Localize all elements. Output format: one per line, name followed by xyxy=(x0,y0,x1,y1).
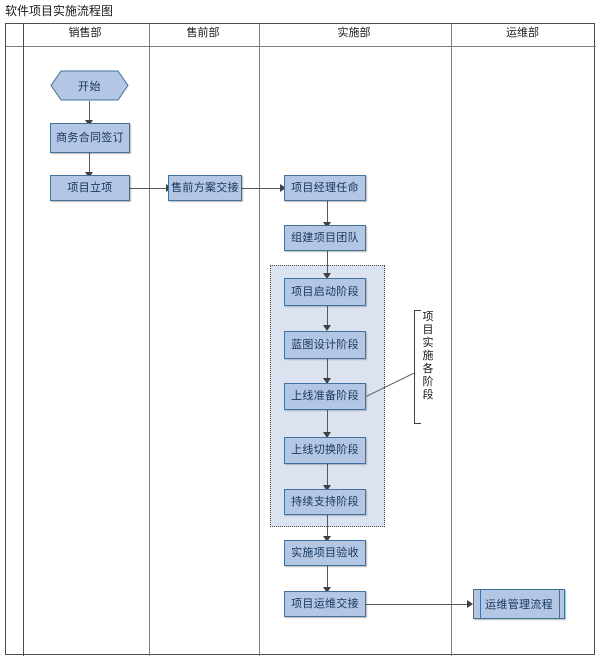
lane-header-implement: 实施部 xyxy=(337,27,371,39)
connector-contract-to-init xyxy=(89,153,90,175)
predefined-bar-left xyxy=(480,590,481,618)
lane-divider-2 xyxy=(259,24,260,656)
node-acceptance[interactable]: 实施项目验收 xyxy=(284,540,366,566)
arrowhead-prep xyxy=(323,378,331,384)
node-phase-cutover[interactable]: 上线切换阶段 xyxy=(284,437,366,464)
node-presales-handoff[interactable]: 售前方案交接 xyxy=(168,175,242,201)
arrowhead-ops-process xyxy=(467,600,473,608)
predefined-bar-right xyxy=(559,590,560,618)
connector-init-to-presales xyxy=(129,188,169,189)
node-phase-blueprint[interactable]: 蓝图设计阶段 xyxy=(284,331,366,359)
node-start-label: 开始 xyxy=(78,80,101,93)
node-contract[interactable]: 商务合同签订 xyxy=(50,123,130,153)
lane-header-sales: 销售部 xyxy=(68,27,102,39)
node-team-build[interactable]: 组建项目团队 xyxy=(284,225,366,251)
page-title: 软件项目实施流程图 xyxy=(5,4,114,18)
anno-char-3: 施 xyxy=(422,350,434,362)
connector-prep-to-cutover xyxy=(327,410,328,435)
anno-char-5: 阶 xyxy=(422,376,434,388)
node-phase-golive-prep[interactable]: 上线准备阶段 xyxy=(284,383,366,410)
node-ops-handoff[interactable]: 项目运维交接 xyxy=(284,591,366,617)
node-phase-kickoff[interactable]: 项目启动阶段 xyxy=(284,278,366,306)
connector-acceptance-to-handoff xyxy=(327,566,328,590)
anno-char-6: 段 xyxy=(422,389,434,401)
arrowhead-support xyxy=(323,485,331,491)
hexagon-shape xyxy=(50,70,129,101)
node-pm-appoint[interactable]: 项目经理任命 xyxy=(284,175,366,201)
connector-pm-to-team xyxy=(327,201,328,225)
phases-annotation-text: 项 目 实 施 各 阶 段 xyxy=(421,311,435,402)
anno-char-1: 目 xyxy=(422,324,434,336)
arrowhead-pm xyxy=(280,184,286,192)
connector-support-to-acceptance xyxy=(327,515,328,539)
connector-kickoff-to-blueprint xyxy=(327,306,328,328)
arrowhead-acceptance xyxy=(323,536,331,542)
arrowhead-cutover xyxy=(323,432,331,438)
connector-blueprint-to-prep xyxy=(327,359,328,381)
lane-divider-1 xyxy=(149,24,150,656)
anno-char-0: 项 xyxy=(422,311,434,323)
connector-handoff-to-ops xyxy=(366,604,470,605)
node-phase-support[interactable]: 持续支持阶段 xyxy=(284,489,366,515)
arrowhead-handoff xyxy=(323,587,331,593)
phases-bracket xyxy=(414,310,421,424)
connector-presales-to-pm xyxy=(241,188,283,189)
arrowhead-kickoff xyxy=(323,273,331,279)
swimlane-frame xyxy=(5,23,596,656)
node-ops-process-label: 运维管理流程 xyxy=(485,599,553,611)
node-start[interactable]: 开始 xyxy=(50,70,129,101)
node-ops-process[interactable]: 运维管理流程 xyxy=(473,589,565,619)
lane-divider-0 xyxy=(23,24,24,656)
anno-char-4: 各 xyxy=(422,363,434,375)
lane-divider-3 xyxy=(451,24,452,656)
connector-team-to-kickoff xyxy=(327,251,328,276)
connector-start-to-contract xyxy=(89,101,90,123)
connector-cutover-to-support xyxy=(327,464,328,488)
arrowhead-blueprint xyxy=(323,325,331,331)
header-divider xyxy=(6,46,596,47)
lane-header-presales: 售前部 xyxy=(186,27,220,39)
anno-char-2: 实 xyxy=(422,337,434,349)
node-project-init[interactable]: 项目立项 xyxy=(50,175,130,201)
lane-header-operations: 运维部 xyxy=(506,27,539,39)
